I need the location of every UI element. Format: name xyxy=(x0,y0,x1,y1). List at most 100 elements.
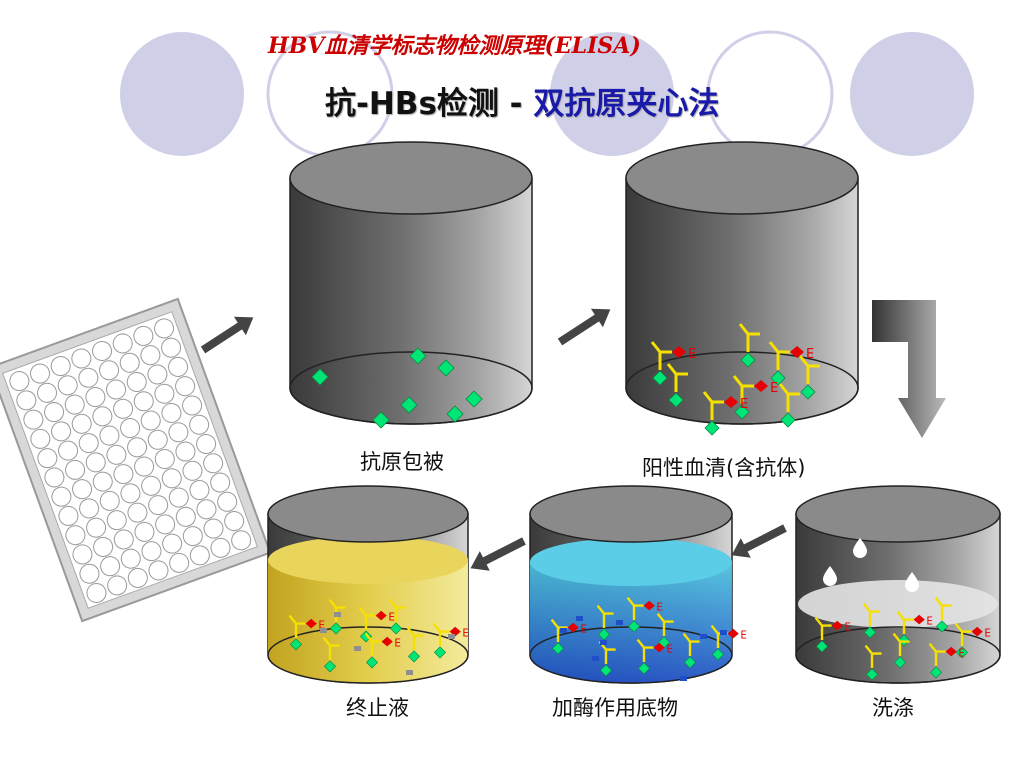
well xyxy=(99,490,120,511)
antigen-icon xyxy=(955,646,969,659)
antigen-icon xyxy=(433,646,447,659)
well xyxy=(148,560,169,581)
enzyme-icon xyxy=(945,646,957,657)
antibody-icon xyxy=(666,363,688,408)
antibody-icon xyxy=(682,632,700,669)
antigen-icon xyxy=(311,368,329,386)
antigen-icon xyxy=(865,668,879,681)
well xyxy=(92,406,113,427)
enzyme-label: E xyxy=(770,381,778,396)
enzyme-label: E xyxy=(394,637,401,649)
antibody-icon xyxy=(598,640,616,677)
antibody-icon: E xyxy=(954,622,991,659)
well xyxy=(134,456,155,477)
antigen-icon xyxy=(815,640,829,653)
antigen-icon xyxy=(551,642,565,655)
well xyxy=(23,409,44,430)
substrate-mark xyxy=(720,630,727,635)
well xyxy=(154,383,175,404)
well xyxy=(93,536,114,557)
well xyxy=(86,517,107,538)
enzyme-label: E xyxy=(926,615,933,627)
enzyme-label: E xyxy=(806,347,814,362)
substrate-mark xyxy=(406,670,413,675)
antibody-icon xyxy=(322,636,340,673)
well xyxy=(65,459,86,480)
well xyxy=(175,441,196,462)
well xyxy=(189,545,210,566)
well xyxy=(57,375,78,396)
tube-coating xyxy=(289,141,533,429)
antigen-icon xyxy=(446,405,464,423)
substrate-mark xyxy=(592,656,599,661)
enzyme-icon xyxy=(305,618,317,629)
antigen-icon xyxy=(329,622,343,635)
page-subtitle: HBV血清学标志物检测原理(ELISA) xyxy=(268,33,641,59)
antigen-icon xyxy=(637,662,651,675)
antigen-icon xyxy=(740,352,756,368)
well xyxy=(203,518,224,539)
well xyxy=(189,414,210,435)
well xyxy=(85,387,106,408)
substrate-mark xyxy=(600,640,607,645)
substrate-mark xyxy=(320,628,327,633)
well xyxy=(44,467,65,488)
well xyxy=(106,444,127,465)
well xyxy=(154,449,175,470)
enzyme-label: E xyxy=(462,627,469,639)
antigen-icon xyxy=(770,370,786,386)
well xyxy=(133,391,154,412)
well xyxy=(78,433,99,454)
well xyxy=(134,521,155,542)
antigen-icon xyxy=(409,347,427,365)
well xyxy=(64,394,85,415)
enzyme-icon xyxy=(754,380,768,392)
well xyxy=(113,398,134,419)
label-positive-serum: 阳性血清(含抗体) xyxy=(642,456,806,480)
enzyme-icon xyxy=(971,626,983,637)
well xyxy=(9,371,30,392)
antigen-icon xyxy=(704,420,720,436)
well xyxy=(231,530,252,551)
well xyxy=(133,325,154,346)
antibody-icon xyxy=(406,626,424,663)
well xyxy=(155,514,176,535)
title-main: 抗-HBs检测 - xyxy=(325,86,534,122)
antibody-icon: E xyxy=(702,391,748,436)
arrow-icon xyxy=(465,531,529,579)
arrow-icon xyxy=(554,300,617,352)
arrow-icon xyxy=(726,518,790,566)
substrate-mark xyxy=(616,620,623,625)
well xyxy=(30,428,51,449)
well xyxy=(182,395,203,416)
enzyme-label: E xyxy=(740,397,748,412)
well xyxy=(99,360,120,381)
antigen-icon xyxy=(400,396,418,414)
label-coating: 抗原包被 xyxy=(360,450,444,474)
well xyxy=(86,582,107,603)
deco-circle xyxy=(706,30,834,158)
water-drop-icon xyxy=(823,538,919,592)
substrate-mark xyxy=(700,634,707,639)
well xyxy=(72,544,93,565)
antibody-icon xyxy=(862,602,880,639)
well xyxy=(161,337,182,358)
well xyxy=(210,537,231,558)
well xyxy=(65,525,86,546)
well xyxy=(99,425,120,446)
antibody-icon xyxy=(798,355,820,400)
well xyxy=(224,511,245,532)
enzyme-icon xyxy=(790,346,804,358)
antibody-icon: E xyxy=(896,610,933,647)
antibody-icon xyxy=(934,596,952,633)
antibody-icon: E xyxy=(288,614,325,651)
title-method: 双抗原夹心法 xyxy=(533,86,720,122)
well xyxy=(71,413,92,434)
antibody-icon: E xyxy=(768,341,814,386)
antigen-icon xyxy=(734,404,750,420)
well xyxy=(162,533,183,554)
substrate-mark xyxy=(560,628,567,633)
